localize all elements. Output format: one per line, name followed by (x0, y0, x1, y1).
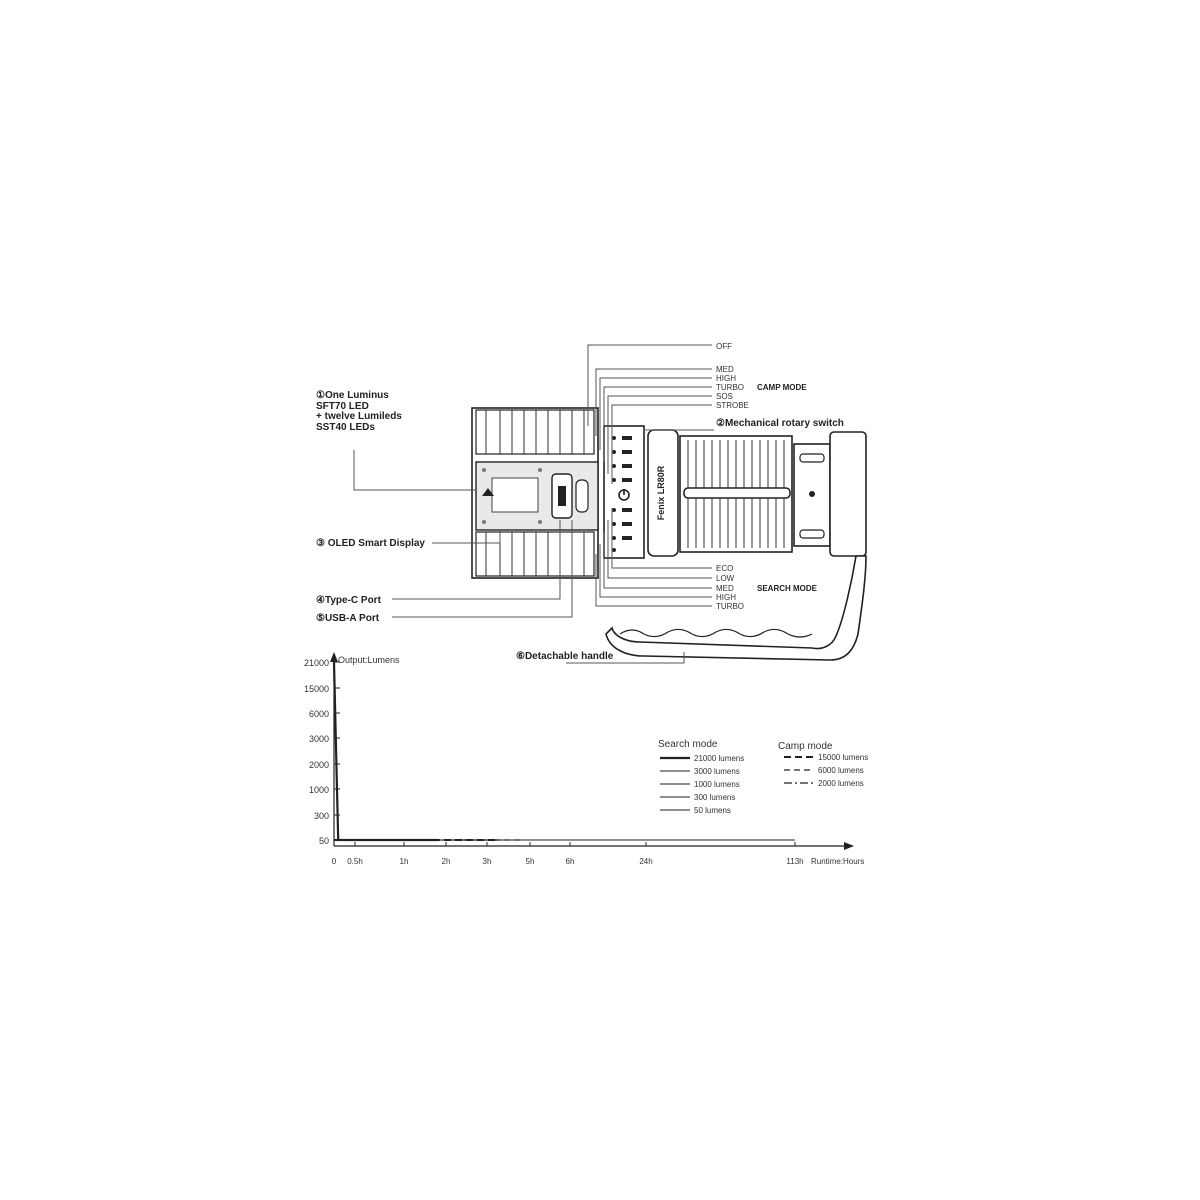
legend-entry-label: 3000 lumens (694, 767, 740, 776)
usb-a-contacts (558, 486, 566, 506)
switch-search-med: MED (716, 584, 734, 593)
x-axis-label: Runtime:Hours (811, 857, 864, 866)
y-tick-label: 21000 (304, 658, 329, 668)
y-axis-label: Output:Lumens (338, 655, 400, 665)
legend-entry-label: 50 lumens (694, 806, 731, 815)
switch-camp-turbo: TURBO (716, 383, 744, 392)
legend-entry-label: 21000 lumens (694, 754, 744, 763)
legend-entry-label: 1000 lumens (694, 780, 740, 789)
x-tick-label: 0.5h (347, 857, 363, 866)
switch-mode-icons (622, 436, 632, 540)
type-c-port (575, 479, 589, 513)
y-tick-label: 50 (319, 836, 329, 846)
y-tick-label: 1000 (309, 785, 329, 795)
legend-entry-label: 300 lumens (694, 793, 735, 802)
x-tick-label: 24h (639, 857, 652, 866)
bracket-screw (809, 491, 815, 497)
series-line-21000-lumens (332, 661, 438, 842)
arrow-icon (482, 488, 494, 496)
callout-labels: ①One Luminus SFT70 LED + twelve Lumileds… (316, 342, 844, 662)
switch-camp-sos: SOS (716, 392, 733, 401)
legend-entry-label: 6000 lumens (818, 766, 864, 775)
callout-handle: ⑥Detachable handle (516, 651, 614, 662)
callout-oled: ③ OLED Smart Display (316, 538, 425, 549)
switch-search-eco: ECO (716, 564, 733, 573)
x-tick-label: 1h (400, 857, 409, 866)
switch-position-dots (612, 436, 616, 552)
cooling-fins-bottom (475, 531, 595, 577)
x-tick-label: 6h (566, 857, 575, 866)
legend-entry-label: 15000 lumens (818, 753, 868, 762)
cooling-fins-top (475, 409, 595, 455)
oled-screen (491, 477, 539, 513)
x-tick-label: 0 (332, 857, 337, 866)
leader-lines (353, 344, 714, 664)
callout-leds-line1: ①One Luminus (316, 390, 389, 401)
x-tick-label: 5h (526, 857, 535, 866)
switch-camp-high: HIGH (716, 374, 736, 383)
y-tick-label: 2000 (309, 760, 329, 770)
switch-off-label: OFF (716, 342, 732, 351)
callout-leds-line3: + twelve Lumileds (316, 411, 402, 422)
callout-type-c: ④Type-C Port (316, 595, 382, 606)
switch-search-turbo: TURBO (716, 602, 744, 611)
handle-rail (683, 487, 791, 499)
detachable-handle (605, 555, 867, 661)
tail-cap (829, 431, 867, 557)
x-tick-label: 113h (786, 857, 803, 866)
y-tick-label: 6000 (309, 709, 329, 719)
x-tick-label: 2h (442, 857, 451, 866)
x-tick-label: 3h (483, 857, 492, 866)
search-mode-label: SEARCH MODE (757, 584, 818, 593)
legend-camp-title: Camp mode (778, 741, 833, 752)
x-axis-arrow-icon (844, 842, 854, 850)
switch-search-low: LOW (716, 574, 735, 583)
y-tick-label: 15000 (304, 684, 329, 694)
switch-camp-med: MED (716, 365, 734, 374)
switch-search-high: HIGH (716, 593, 736, 602)
legend-entry-label: 2000 lumens (818, 779, 864, 788)
callout-rotary-switch: ②Mechanical rotary switch (716, 418, 844, 429)
runtime-chart: Output:Lumens Runtime:Hours 21000 15000 60… (304, 652, 868, 866)
legend-search-title: Search mode (658, 739, 718, 750)
callout-usb-a: ⑤USB-A Port (316, 613, 380, 624)
y-tick-label: 300 (314, 811, 329, 821)
callout-leds-line2: SFT70 LED (316, 401, 369, 412)
callout-leds-line4: SST40 LEDs (316, 422, 375, 433)
camp-mode-label: CAMP MODE (757, 383, 807, 392)
switch-camp-strobe: STROBE (716, 401, 749, 410)
y-axis-arrow-icon (330, 652, 338, 662)
lantern-illustration: Fenix LR80R (471, 407, 867, 661)
brand-mark: Fenix LR80R (656, 465, 666, 520)
y-tick-label: 3000 (309, 734, 329, 744)
